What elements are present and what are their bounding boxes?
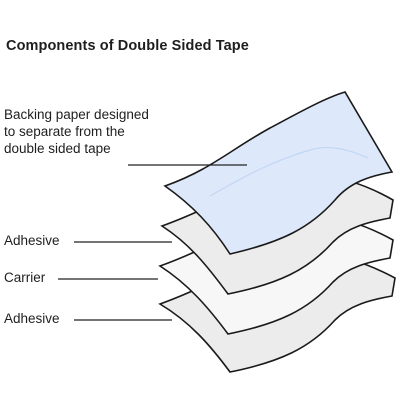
label-carrier: Carrier [4,270,46,285]
label-backing-line-2: to separate from the [4,124,125,139]
label-adhesive-bottom: Adhesive [4,311,60,326]
label-adhesive-top: Adhesive [4,233,60,248]
label-backing-line-3: double sided tape [4,141,111,156]
diagram-title: Components of Double Sided Tape [6,38,249,54]
label-backing-paper: Backing paper designed to separate from … [4,106,149,157]
backing-paper-highlight [209,146,369,197]
layer-backing-paper [163,91,394,255]
label-backing-line-1: Backing paper designed [4,107,149,122]
